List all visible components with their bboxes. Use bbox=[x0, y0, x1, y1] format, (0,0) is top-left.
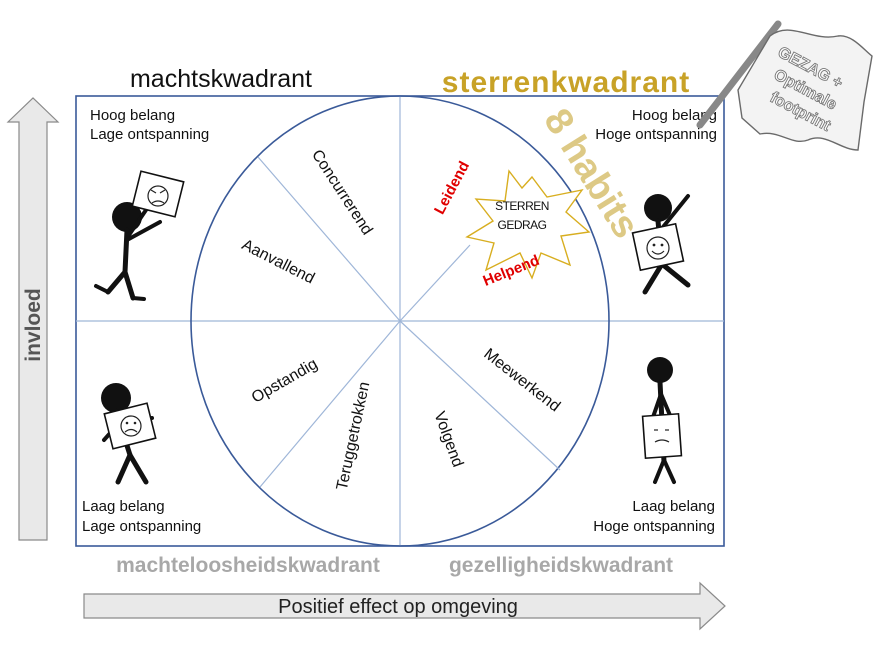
sign-eye bbox=[133, 421, 137, 425]
figure-leg bbox=[659, 261, 691, 288]
figure-head bbox=[647, 357, 673, 383]
segment-divider bbox=[257, 156, 401, 322]
figure-leg bbox=[122, 269, 136, 301]
segment-divider bbox=[259, 320, 401, 488]
sign-mouth bbox=[151, 200, 165, 204]
star-label-leidend: Leidend bbox=[431, 159, 473, 218]
sign-eye bbox=[660, 243, 664, 247]
corner-label-bottom-left-1: Laag belang bbox=[82, 498, 165, 515]
sign-mouth bbox=[654, 439, 670, 443]
corner-label-top-left-2: Lage ontspanning bbox=[90, 126, 209, 143]
influence-axis-label: invloed bbox=[22, 288, 45, 362]
corner-label-bottom-left-2: Lage ontspanning bbox=[82, 518, 201, 535]
sign-eye bbox=[125, 421, 129, 425]
figure-foot bbox=[94, 284, 110, 294]
stick-figure-sad bbox=[101, 383, 157, 485]
flag: GEZAG + Optimale footprint bbox=[696, 20, 873, 151]
corner-label-top-right-1: Hoog belang bbox=[632, 107, 717, 124]
title-gezelligheidskwadrant: gezelligheidskwadrant bbox=[449, 554, 673, 577]
figure-leg bbox=[115, 452, 133, 485]
corner-label-bottom-right-2: Hoge ontspanning bbox=[593, 518, 715, 535]
figure-head bbox=[101, 383, 131, 413]
stick-figure-happy bbox=[631, 194, 691, 295]
effect-axis-label: Positief effect op omgeving bbox=[278, 596, 518, 618]
segment-volgend: Volgend bbox=[430, 409, 466, 469]
figure-leg bbox=[642, 261, 665, 295]
star-text-line1: STERREN bbox=[495, 199, 549, 213]
sign-face bbox=[120, 415, 142, 437]
corner-label-bottom-right-1: Laag belang bbox=[632, 498, 715, 515]
segment-divider bbox=[399, 320, 561, 471]
sign-board bbox=[641, 412, 683, 460]
figure-head bbox=[644, 194, 672, 222]
sign-board bbox=[131, 170, 185, 218]
title-machteloosheidskwadrant: machteloosheidskwadrant bbox=[116, 554, 380, 577]
segment-concurrerend: Concurrerend bbox=[308, 147, 376, 238]
corner-label-top-left-1: Hoog belang bbox=[90, 107, 175, 124]
stick-figure-neutral bbox=[641, 357, 683, 484]
sign-face bbox=[147, 185, 169, 207]
sign-board bbox=[631, 222, 685, 272]
figure-arm bbox=[125, 220, 162, 242]
figure-leg bbox=[653, 458, 666, 484]
figure-leg bbox=[105, 269, 128, 295]
figure-arm bbox=[125, 205, 150, 240]
segment-aanvallend: Aanvallend bbox=[239, 236, 317, 287]
title-sterrenkwadrant: sterrenkwadrant bbox=[442, 66, 690, 99]
segment-divider bbox=[399, 244, 471, 322]
sign-eyebrow bbox=[159, 189, 166, 194]
star-text-line2: GEDRAG bbox=[497, 218, 546, 232]
behaviour-circle bbox=[190, 95, 610, 547]
title-machtskwadrant: machtskwadrant bbox=[130, 65, 312, 93]
stick-figure-angry bbox=[94, 170, 185, 301]
sign-eyebrow bbox=[150, 189, 157, 194]
segment-opstandig: Opstandig bbox=[249, 356, 321, 407]
segment-teruggetrokken: Teruggetrokken bbox=[334, 380, 374, 491]
sign-face bbox=[646, 236, 670, 260]
corner-label-top-right-2: Hoge ontspanning bbox=[595, 126, 717, 143]
segment-meewerkend: Meewerkend bbox=[480, 346, 563, 416]
flag-cloth bbox=[737, 29, 873, 151]
figure-leg bbox=[662, 458, 676, 484]
influence-axis-arrow bbox=[6, 97, 60, 541]
sign-mouth bbox=[124, 428, 138, 433]
flag-pole bbox=[696, 20, 782, 129]
sign-eye bbox=[652, 243, 656, 247]
figure-leg bbox=[127, 452, 149, 485]
sign-board bbox=[103, 402, 157, 450]
sign-mouth bbox=[651, 250, 665, 255]
effect-axis-arrow bbox=[83, 581, 726, 631]
figure-foot bbox=[131, 296, 146, 301]
star-burst bbox=[465, 169, 591, 280]
